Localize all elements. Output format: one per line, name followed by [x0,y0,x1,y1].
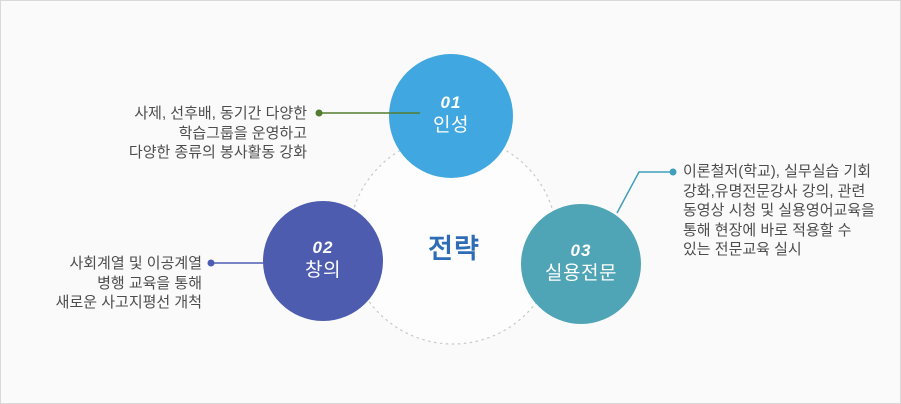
node-number: 01 [440,93,462,112]
annotation-line: 사회계열 및 이공계열 [69,255,202,272]
node-number: 02 [312,238,334,257]
annotation-line: 사제, 선후배, 동기간 다양한 [134,105,307,122]
annotation-line: 다양한 종류의 봉사활동 강화 [128,144,307,161]
annotation-02-text: 사회계열 및 이공계열 병행 교육을 통해 새로운 사고지평선 개척 [32,254,202,313]
connector-02-dot [207,259,215,267]
node-circle-01-personality: 01 인성 [389,54,513,178]
node-number: 03 [570,241,592,260]
node-circle-03-practical-expertise: 03 실용전문 [521,204,641,324]
node-label: 창의 [305,260,341,281]
annotation-line: 강화,유명전문강사 강의, 관련 [683,182,866,200]
node-label: 실용전문 [545,263,617,284]
annotation-line: 있는 전문교육 실시 [683,241,802,258]
node-label: 인성 [433,115,469,136]
annotation-line: 이론철저(학교), 실무실습 기회 [683,163,872,180]
node-circle-02-creativity: 02 창의 [263,201,383,321]
annotation-line: 동영상 시청 및 실용영어교육을 [683,202,875,219]
annotation-line: 새로운 사고지평선 개척 [55,294,202,311]
annotation-01-text: 사제, 선후배, 동기간 다양한 학습그룹을 운영하고 다양한 종류의 봉사활동… [87,104,307,163]
annotation-line: 병행 교육을 통해 [97,274,202,292]
annotation-line: 통해 현장에 바로 적용할 수 [683,221,852,239]
diagram-center-label: 전략 [428,234,480,264]
connector-01-dot [315,109,323,117]
connector-03-line [616,171,673,214]
annotation-line: 학습그룹을 운영하고 [178,124,307,142]
annotation-03-text: 이론철저(학교), 실무실습 기회 강화,유명전문강사 강의, 관련 동영상 시… [683,162,899,260]
connector-03-dot [669,168,677,176]
